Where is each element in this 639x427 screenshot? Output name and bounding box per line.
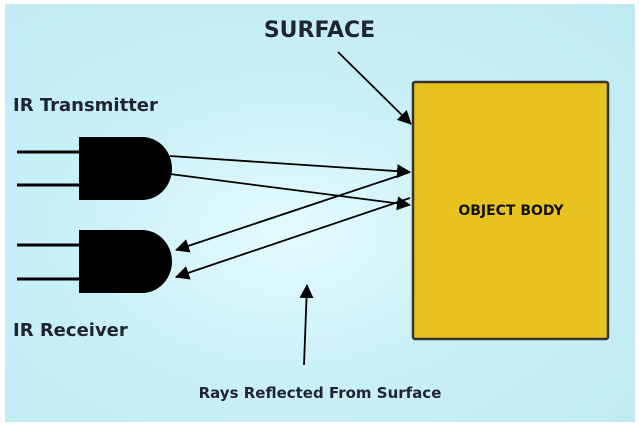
emitted-ray-2 (169, 173, 411, 211)
ir-receiver-icon (17, 230, 172, 293)
surface-label: SURFACE (263, 18, 376, 43)
ir-transmitter-label: IR Transmitter (13, 95, 158, 116)
rays-reflected-label: Rays Reflected From Surface (198, 384, 442, 402)
surface-pointer-arrow (337, 51, 412, 125)
object-body-label: OBJECT BODY (458, 203, 564, 219)
reflected-ray-1 (175, 171, 411, 253)
ir-transmitter-icon (17, 137, 172, 200)
rays-pointer-arrow (299, 284, 314, 366)
emitted-ray-1 (169, 155, 411, 179)
object-body (411, 80, 610, 341)
reflected-ray-2 (175, 197, 411, 280)
ir-receiver-label: IR Receiver (13, 320, 128, 341)
